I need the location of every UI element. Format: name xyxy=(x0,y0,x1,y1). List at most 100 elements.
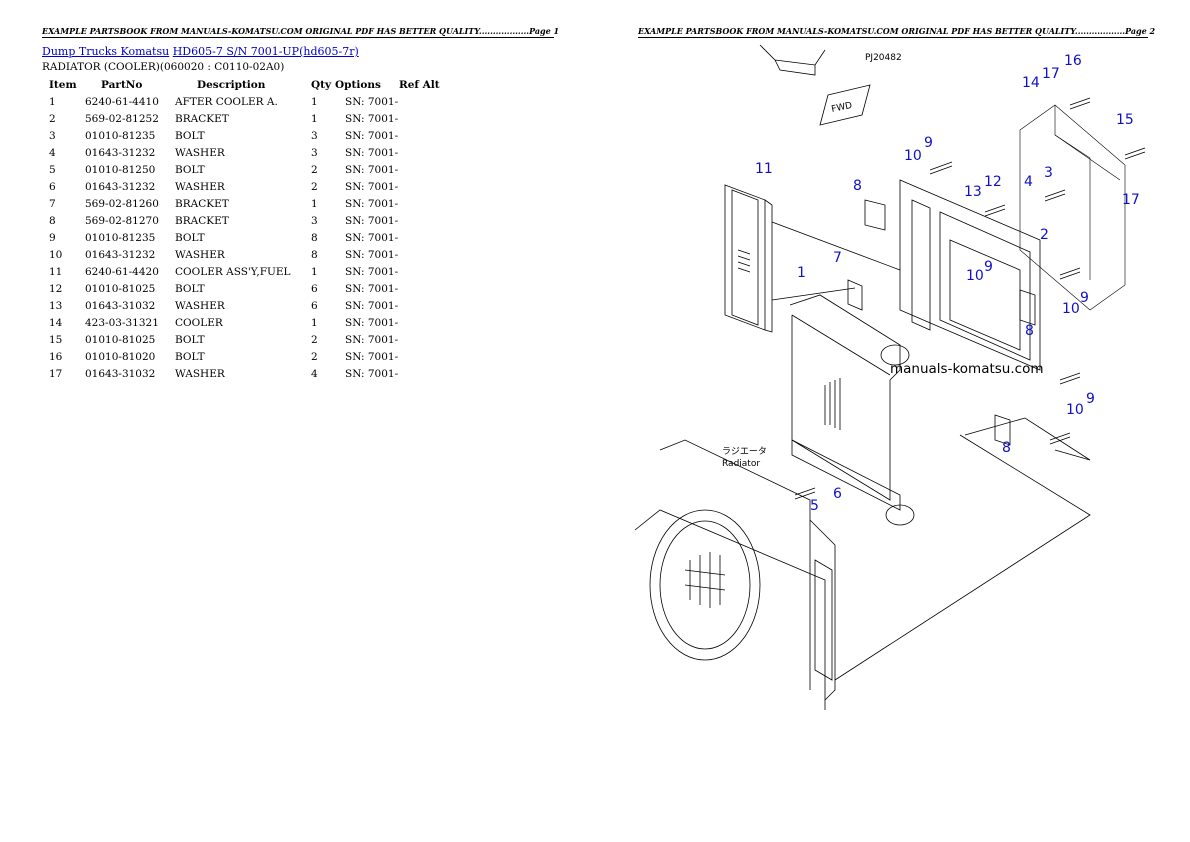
cell-options: SN: 7001- xyxy=(345,112,399,125)
parts-table: Item PartNo Description Qty Options Ref … xyxy=(42,77,449,382)
cell-options: SN: 7001- xyxy=(345,333,399,346)
cell-qty: 2 xyxy=(311,163,318,176)
cell-ref-alt xyxy=(399,331,449,348)
cell-description: BOLT xyxy=(175,129,205,142)
callout-label: 13 xyxy=(964,184,982,200)
cell-item: 11 xyxy=(49,265,63,278)
cell-item: 12 xyxy=(49,282,63,295)
watermark: manuals-komatsu.com xyxy=(890,361,1044,377)
callout-label: 16 xyxy=(1064,53,1082,69)
page-2-header: EXAMPLE PARTSBOOK FROM MANUALS-KOMATSU.C… xyxy=(638,26,1156,38)
cell-item: 3 xyxy=(49,129,56,142)
breadcrumb-link-model[interactable]: HD605-7 S/N 7001-UP(hd605-7r) xyxy=(172,45,359,58)
cell-ref-alt xyxy=(399,263,449,280)
callout-label: 15 xyxy=(1116,112,1134,128)
cell-qty: 1 xyxy=(311,197,318,210)
cell-description: WASHER xyxy=(175,299,225,312)
callout-label: 6 xyxy=(833,486,842,502)
cell-ref-alt xyxy=(399,280,449,297)
cell-partno: 6240-61-4410 xyxy=(85,95,159,108)
callout-label: 1 xyxy=(797,265,806,281)
cell-description: BOLT xyxy=(175,231,205,244)
callout-label: 4 xyxy=(1024,174,1033,190)
cell-item: 8 xyxy=(49,214,56,227)
cell-partno: 01643-31032 xyxy=(85,367,156,380)
cell-ref-alt xyxy=(399,144,449,161)
callout-label: 5 xyxy=(810,498,819,514)
cell-partno: 01643-31232 xyxy=(85,180,156,193)
column-header-qty: Qty xyxy=(311,79,332,91)
cell-partno: 6240-61-4420 xyxy=(85,265,159,278)
cell-description: BOLT xyxy=(175,163,205,176)
cell-item: 16 xyxy=(49,350,63,363)
cell-description: BRACKET xyxy=(175,112,229,125)
cell-description: COOLER xyxy=(175,316,223,329)
cell-qty: 2 xyxy=(311,350,318,363)
radiator-label: Radiator xyxy=(722,459,760,469)
cell-partno: 01643-31232 xyxy=(85,146,156,159)
cell-ref-alt xyxy=(399,161,449,178)
cell-options: SN: 7001- xyxy=(345,248,399,261)
page-1-header: EXAMPLE PARTSBOOK FROM MANUALS-KOMATSU.C… xyxy=(42,26,560,38)
column-header-item: Item xyxy=(49,79,77,91)
cell-qty: 1 xyxy=(311,316,318,329)
cell-qty: 6 xyxy=(311,299,318,312)
cell-qty: 8 xyxy=(311,248,318,261)
cell-partno: 569-02-81252 xyxy=(85,112,159,125)
cell-qty: 2 xyxy=(311,333,318,346)
cell-partno: 01010-81235 xyxy=(85,231,156,244)
cell-item: 7 xyxy=(49,197,56,210)
cell-options: SN: 7001- xyxy=(345,197,399,210)
fwd-label: FWD xyxy=(831,101,854,115)
cell-partno: 01643-31032 xyxy=(85,299,156,312)
cell-qty: 3 xyxy=(311,129,318,142)
cell-qty: 1 xyxy=(311,112,318,125)
cell-description: WASHER xyxy=(175,180,225,193)
cell-ref-alt xyxy=(399,195,449,212)
callout-label: 17 xyxy=(1042,66,1060,82)
cell-ref-alt xyxy=(399,246,449,263)
callout-label: 3 xyxy=(1044,165,1053,181)
cell-qty: 8 xyxy=(311,231,318,244)
cell-qty: 3 xyxy=(311,146,318,159)
cell-ref-alt xyxy=(399,365,449,382)
cell-partno: 01010-81250 xyxy=(85,163,156,176)
callout-label: 9 xyxy=(924,135,933,151)
callout-label: 8 xyxy=(1002,440,1011,456)
table-row: 7 569-02-81260 BRACKET 1 SN: 7001- xyxy=(42,195,449,212)
callout-label: 12 xyxy=(984,174,1002,190)
cell-item: 14 xyxy=(49,316,63,329)
cell-description: COOLER ASS'Y,FUEL xyxy=(175,265,291,278)
column-header-options: Options xyxy=(335,79,381,91)
cell-qty: 6 xyxy=(311,282,318,295)
callout-label: 9 xyxy=(1080,290,1089,306)
callout-label: 8 xyxy=(853,178,862,194)
cell-options: SN: 7001- xyxy=(345,214,399,227)
callout-label: 9 xyxy=(984,259,993,275)
breadcrumb-link-dump-trucks[interactable]: Dump Trucks Komatsu xyxy=(42,45,170,58)
cell-options: SN: 7001- xyxy=(345,180,399,193)
cell-qty: 1 xyxy=(311,265,318,278)
cell-description: BRACKET xyxy=(175,197,229,210)
callout-label: 10 xyxy=(966,268,984,284)
fwd-arrow-icon xyxy=(819,84,871,126)
cell-item: 1 xyxy=(49,95,56,108)
cell-partno: 01010-81025 xyxy=(85,333,156,346)
column-header-description: Description xyxy=(197,79,266,91)
cell-partno: 569-02-81260 xyxy=(85,197,159,210)
cell-description: AFTER COOLER A. xyxy=(175,95,278,108)
cell-partno: 569-02-81270 xyxy=(85,214,159,227)
page-title: RADIATOR (COOLER)(060020 : C0110-02A0) xyxy=(42,61,285,73)
table-header-row: Item PartNo Description Qty Options Ref … xyxy=(42,77,449,93)
